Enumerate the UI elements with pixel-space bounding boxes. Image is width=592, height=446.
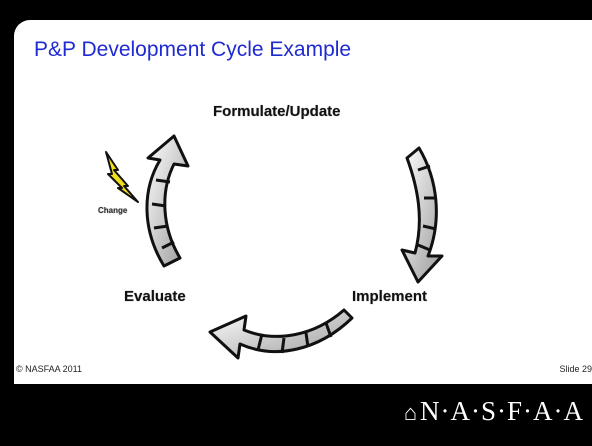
node-evaluate: Evaluate xyxy=(124,288,186,305)
node-formulate-update: Formulate/Update xyxy=(213,103,341,120)
node-implement: Implement xyxy=(352,288,428,305)
change-label: Change xyxy=(98,206,128,215)
nasfaa-emblem-icon: ⌂ xyxy=(403,400,419,425)
cycle-arrow-evaluate-to-formulate xyxy=(145,134,190,268)
cycle-arrow-implement-to-evaluate xyxy=(208,308,354,360)
slide-number: Slide 29 xyxy=(559,364,592,374)
cycle-arrow-formulate-to-implement xyxy=(400,146,444,284)
lightning-bolt-icon xyxy=(105,151,139,203)
logo-text: N·A·S·F·A·A xyxy=(420,396,584,426)
cycle-diagram xyxy=(105,134,444,360)
copyright-text: © NASFAA 2011 xyxy=(16,364,83,374)
slide-title: P&P Development Cycle Example xyxy=(34,38,352,61)
slide-panel: P&P Development Cycle Example xyxy=(14,20,592,384)
nasfaa-logo: ⌂N·A·S·F·A·A xyxy=(404,396,584,427)
